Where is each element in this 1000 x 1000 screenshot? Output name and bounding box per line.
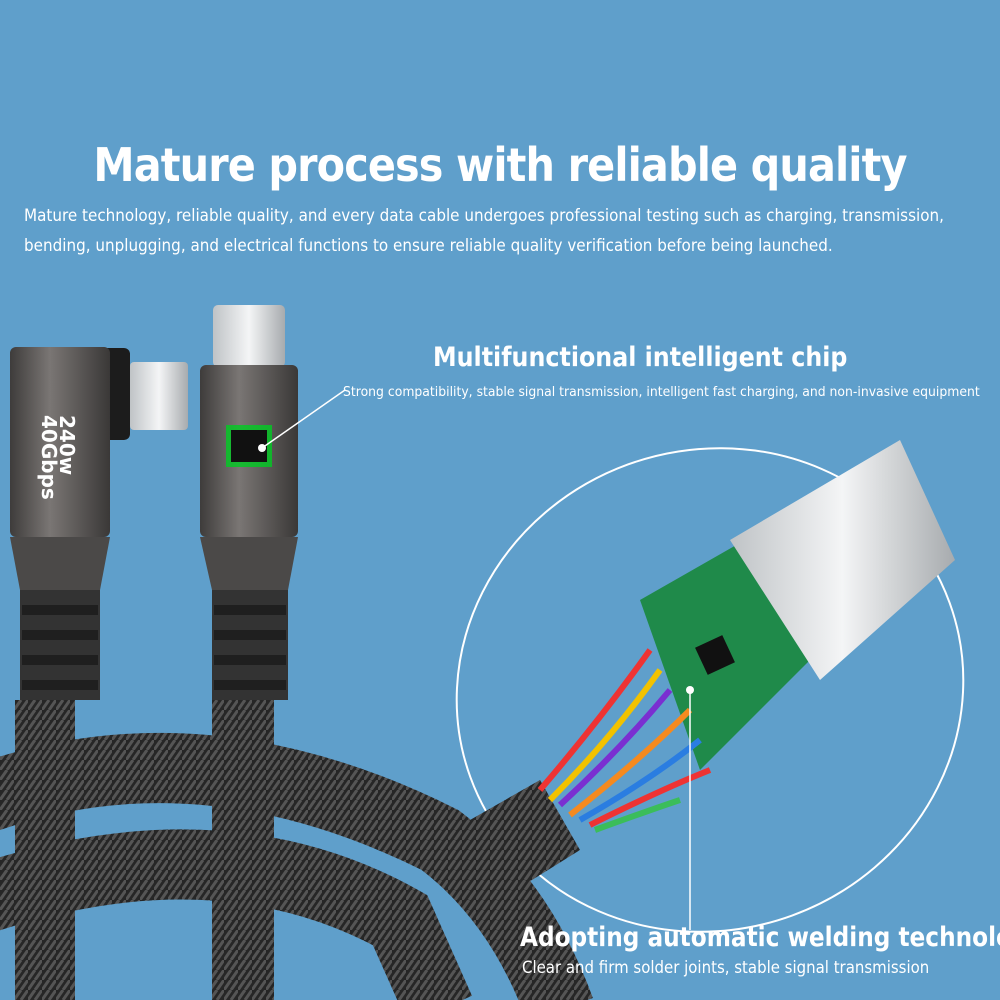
- chip-feature-title: Multifunctional intelligent chip: [433, 342, 848, 373]
- detail-callout-ellipse: [455, 447, 965, 933]
- chip-callout-line: [261, 389, 346, 449]
- header-description-line-2: bending, unplugging, and electrical func…: [24, 236, 833, 255]
- straight-usb-c-connector: [200, 305, 298, 700]
- pcb-detail: [470, 440, 955, 900]
- braided-cable-coil: [0, 700, 593, 1000]
- welding-feature-title: Adopting automatic welding technology: [520, 922, 1000, 953]
- power-label: 240w: [55, 415, 79, 475]
- welding-feature-description: Clear and firm solder joints, stable sig…: [522, 958, 930, 978]
- angled-usb-c-connector: 40Gbps 240w: [10, 347, 188, 700]
- chip-feature-description: Strong compatibility, stable signal tran…: [343, 384, 980, 400]
- page-title: Mature process with reliable quality: [93, 138, 907, 192]
- speed-label: 40Gbps: [37, 415, 61, 500]
- header-description-line-1: Mature technology, reliable quality, and…: [24, 206, 944, 225]
